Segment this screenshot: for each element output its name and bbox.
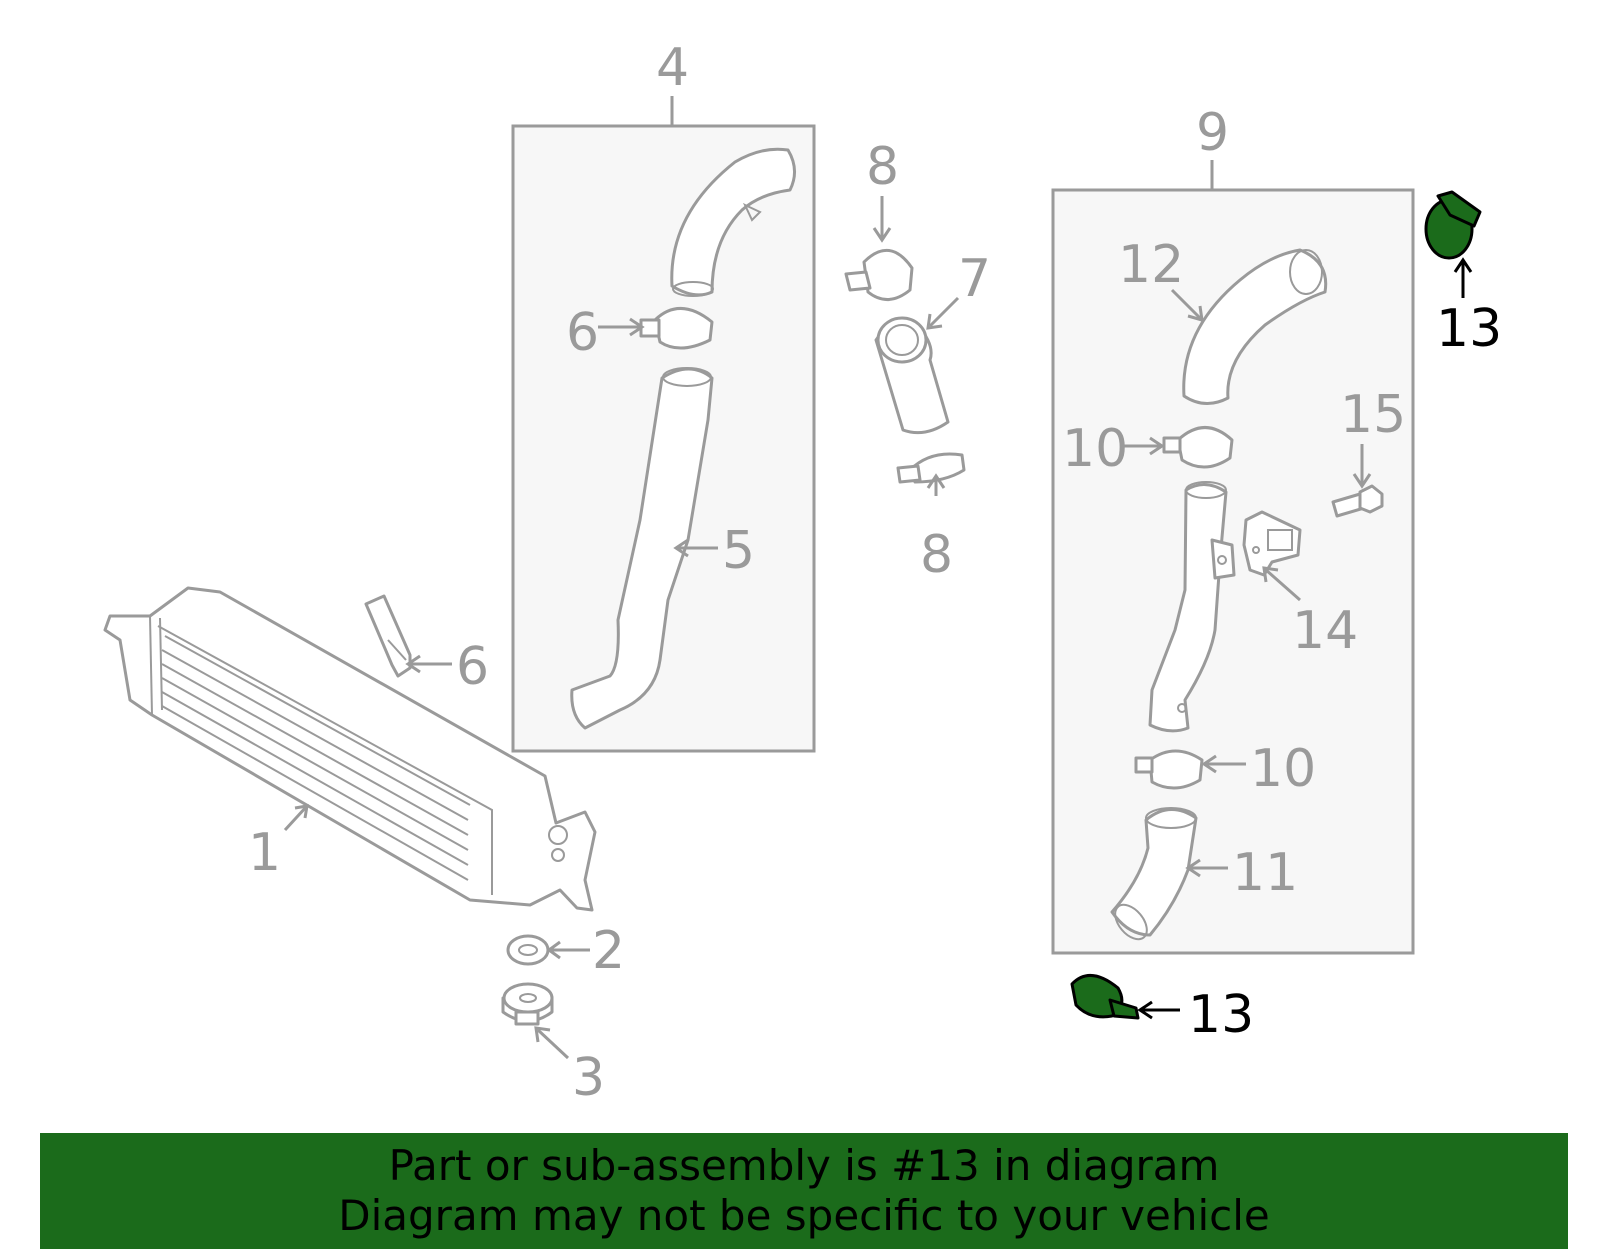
callout-7: 7 (958, 249, 991, 309)
callout-6-left: 6 (456, 637, 489, 697)
hose-clamp-8-bottom (896, 452, 966, 484)
bolt (1331, 484, 1384, 518)
callout-12: 12 (1118, 235, 1184, 295)
leader-lines (283, 196, 1473, 1060)
bent-hose (1182, 248, 1328, 405)
washer (506, 934, 550, 966)
elbow-hose (1110, 807, 1198, 941)
callout-6: 6 (566, 303, 599, 363)
callout-8-bottom: 8 (920, 525, 953, 585)
hose-clamp-13-top[interactable] (1424, 190, 1482, 260)
short-pipe (874, 316, 950, 435)
hose-clamp-10-upper (1162, 426, 1234, 469)
banner-line-part: Part or sub-assembly is #13 in diagram (388, 1141, 1220, 1190)
callout-11: 11 (1232, 843, 1298, 903)
callout-8-top: 8 (866, 137, 899, 197)
middle-pipe (1148, 481, 1236, 733)
callout-3: 3 (572, 1048, 605, 1108)
hose-clamp-8-top (844, 248, 914, 301)
hose-clamp-6 (639, 307, 714, 350)
hose-clamp-10-lower (1134, 749, 1204, 790)
long-hose (570, 367, 714, 730)
callout-15: 15 (1340, 385, 1406, 445)
info-banner: Part or sub-assembly is #13 in diagram D… (40, 1133, 1568, 1249)
callout-2: 2 (592, 921, 625, 981)
hose-clamp-13-bottom[interactable] (1070, 974, 1140, 1020)
callout-10-lower: 10 (1250, 739, 1316, 799)
hose-clamp-6-left (364, 594, 412, 678)
callout-10-upper: 10 (1062, 419, 1128, 479)
callout-13-top: 13 (1436, 299, 1502, 359)
upper-pipe (670, 147, 796, 297)
callout-5: 5 (722, 521, 755, 581)
intercooler (103, 586, 597, 912)
callout-1: 1 (248, 823, 281, 883)
callout-14: 14 (1292, 601, 1358, 661)
callout-4: 4 (656, 38, 689, 98)
callout-9: 9 (1196, 103, 1229, 163)
grommet (501, 982, 554, 1026)
callout-13-bottom: 13 (1188, 985, 1254, 1045)
banner-line-disclaimer: Diagram may not be specific to your vehi… (338, 1191, 1270, 1240)
sensor-bracket (1242, 510, 1302, 577)
